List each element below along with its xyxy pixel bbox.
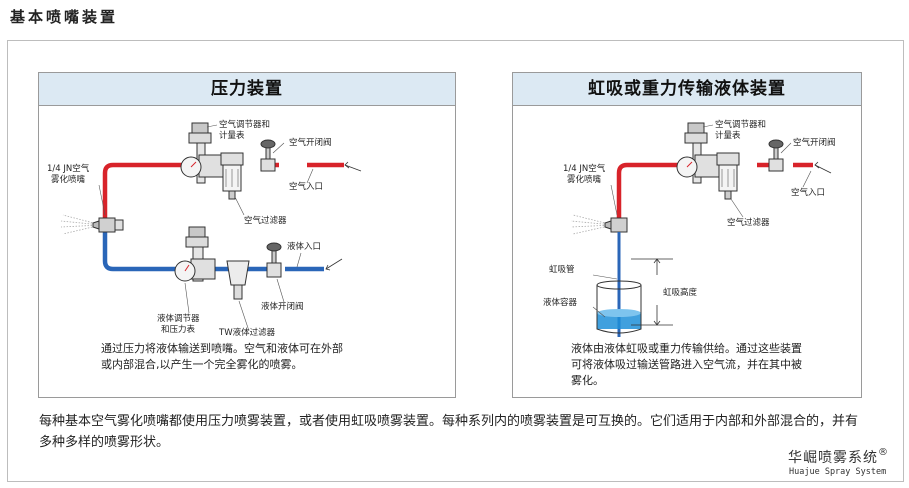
liquid-container-icon (596, 280, 642, 334)
brand-subtitle: Huajue Spray System (789, 467, 887, 477)
pressure-setup-panel: 压力装置 (38, 72, 456, 398)
pressure-setup-diagram: 1/4 JN空气 雾化喷嘴 空气调节器和 计量表 空气开闭阀 空气入口 空气过滤… (47, 119, 362, 337)
air-filter-icon (716, 152, 740, 200)
brand-logo: 华崛喷雾系统® (788, 447, 889, 467)
nozzle-label-1: 1/4 JN空气 (563, 163, 606, 174)
liquid-line (102, 231, 191, 272)
air-shutoff-label: 空气开闭阀 (793, 137, 836, 148)
liquid-regulator-label-2: 和压力表 (161, 324, 196, 335)
siphon-setup-panel: 虹吸或重力传输液体装置 (512, 72, 862, 398)
nozzle-label-2: 雾化喷嘴 (567, 174, 602, 185)
content-frame: 压力装置 (7, 40, 904, 482)
siphon-height-bracket (631, 258, 673, 326)
pressure-panel-description: 通过压力将液体输送到喷嘴。空气和液体可在外部或内部混合,以产生一个完全雾化的喷雾… (101, 342, 343, 371)
tw-liquid-filter-icon (226, 260, 250, 300)
nozzle-label-1: 1/4 JN空气 (47, 163, 90, 174)
air-line (102, 162, 199, 219)
brand-name: 华崛喷雾系统 (788, 450, 878, 466)
siphon-tube-label: 虹吸管 (549, 264, 575, 275)
air-filter-icon (220, 152, 244, 200)
air-inlet-label: 空气入口 (791, 187, 825, 198)
siphon-panel-heading: 虹吸或重力传输液体装置 (513, 73, 861, 106)
liquid-shutoff-valve-icon (266, 242, 282, 278)
air-shutoff-label: 空气开闭阀 (289, 137, 332, 148)
pressure-panel-heading: 压力装置 (39, 73, 455, 106)
footer-description: 每种基本空气雾化喷嘴都使用压力喷雾装置，或者使用虹吸喷雾装置。每种系列内的喷雾装… (39, 414, 859, 450)
liquid-container-label: 液体容器 (543, 297, 578, 308)
air-inlet-arrow-icon (814, 161, 832, 174)
air-regulator-icon (676, 122, 720, 184)
tw-filter-label: TW液体过滤器 (218, 327, 276, 337)
liquid-inlet-arrow-icon (325, 258, 343, 271)
nozzle-icon (92, 217, 124, 233)
nozzle-label-2: 雾化喷嘴 (51, 174, 86, 185)
registered-mark: ® (878, 447, 889, 458)
siphon-height-label: 虹吸高度 (663, 287, 698, 298)
air-regulator-label-2: 计量表 (219, 130, 245, 141)
liquid-regulator-icon (174, 226, 216, 282)
page-title: 基本喷嘴装置 (10, 8, 119, 26)
siphon-panel-description: 液体由液体虹吸或重力传输供给。通过这些装置可将液体吸过输送管路进入空气流，并在其… (571, 342, 802, 387)
air-regulator-icon (180, 122, 224, 184)
air-line (616, 162, 695, 219)
liquid-regulator-label-1: 液体调节器 (157, 313, 200, 324)
air-filter-label: 空气过滤器 (727, 217, 770, 228)
air-regulator-label-1: 空气调节器和 (715, 119, 766, 130)
air-regulator-label-1: 空气调节器和 (219, 119, 270, 130)
air-inlet-label: 空气入口 (289, 181, 323, 192)
air-shutoff-valve-icon (768, 139, 784, 172)
air-shutoff-valve-icon (260, 139, 276, 172)
nozzle-icon (604, 217, 628, 233)
liquid-inlet-label: 液体入口 (287, 241, 321, 252)
air-regulator-label-2: 计量表 (715, 130, 741, 141)
siphon-setup-diagram: 1/4 JN空气 雾化喷嘴 空气调节器和 计量表 空气开闭阀 空气入口 空气过滤… (543, 119, 836, 337)
air-inlet-arrow-icon (344, 161, 362, 172)
liquid-shutoff-label: 液体开闭阀 (261, 301, 304, 312)
air-filter-label: 空气过滤器 (244, 215, 287, 226)
